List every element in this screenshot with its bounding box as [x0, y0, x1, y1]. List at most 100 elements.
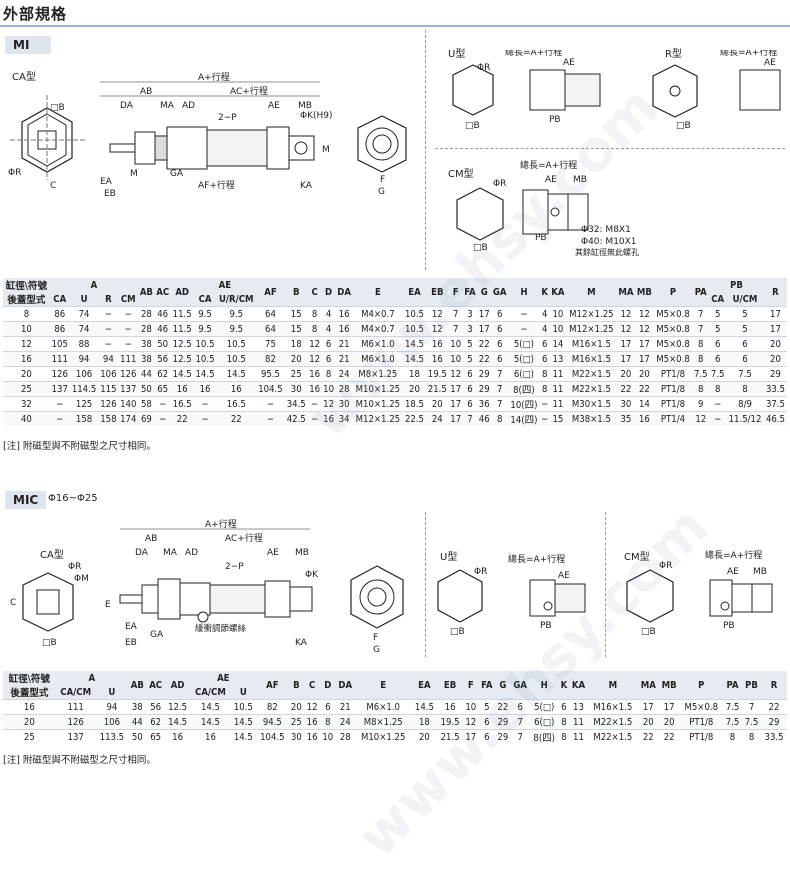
mi-table-cell: 11.5	[170, 306, 194, 322]
svg-text:ΦR: ΦR	[659, 561, 672, 571]
mi-table-cell: 35	[616, 411, 636, 426]
mi-table-cell: −	[118, 321, 139, 337]
mic-table-cell: 5	[478, 699, 495, 715]
mi-table-cell: 30	[335, 396, 353, 412]
mi-table-cell: 29	[477, 366, 492, 382]
mi-table-cell: 17	[616, 336, 636, 352]
mi-table-cell: 16	[216, 381, 257, 397]
mic-table-cell: 94	[95, 699, 129, 715]
svg-text:ΦM: ΦM	[74, 574, 89, 584]
mi-divider	[425, 30, 426, 270]
mi-table-cell: 74	[69, 306, 99, 322]
mi-table-cell: 22	[216, 411, 257, 426]
mi-table-cell: 6	[709, 351, 727, 367]
mi-table-cell: 3	[462, 321, 478, 337]
mic-table-cell: 17	[462, 729, 479, 744]
mic-table-cell: 25	[288, 714, 305, 730]
mic-table-cell: 22	[637, 729, 659, 744]
mic-table-cell: 22	[494, 699, 511, 715]
mi-table-cell: 86	[49, 321, 70, 337]
mi-table-cell: 126	[98, 396, 119, 412]
mic-ca-rear-view: F G	[350, 565, 404, 655]
mic-table-cell: 8	[558, 729, 570, 744]
mi-table-cell: −	[256, 411, 285, 426]
mic-buffer-label: 緩衝調節螺絲	[195, 623, 247, 634]
mi-cm-note2: Φ40: M10X1	[581, 237, 637, 247]
mi-table-cell: 9.5	[216, 306, 257, 322]
mic-table-cell: 17	[637, 699, 659, 715]
mi-table-cell: 10.5	[216, 336, 257, 352]
mi-table-cell: 19.5	[425, 366, 449, 382]
mi-table-cell: 111	[118, 351, 139, 367]
mi-u-label: U型	[448, 49, 466, 60]
mic-table-cell: 12.5	[164, 699, 191, 715]
mi-cm-note3: 其餘缸徑無此螺孔	[575, 247, 639, 257]
svg-text:A+行程: A+行程	[205, 518, 237, 530]
mi-table-cell: 30	[284, 381, 308, 397]
mi-table-cell: 14	[549, 336, 567, 352]
mic-table-cell: 7	[510, 714, 530, 730]
svg-text:MA: MA	[160, 101, 175, 111]
mi-table-cell: 10.5	[216, 351, 257, 367]
mic-table-cell: 82	[256, 699, 289, 715]
mi-table-cell: 6	[462, 381, 478, 397]
svg-text:□B: □B	[473, 243, 488, 253]
svg-text:EA: EA	[100, 177, 113, 187]
mi-table-cell: 8	[539, 381, 550, 397]
mi-table-cell: 8	[726, 381, 764, 397]
mi-table-cell: −	[539, 411, 550, 426]
mi-table-cell: 46	[154, 306, 171, 322]
mi-table-cell: 46	[477, 411, 492, 426]
mi-table-cell: M4×0.7	[352, 306, 404, 322]
mi-table-cell: 17	[635, 336, 654, 352]
mi-table-cell: M6×1.0	[352, 351, 404, 367]
svg-text:M: M	[322, 145, 330, 155]
mi-table-cell: 20	[425, 396, 449, 412]
mi-table-cell: 6	[321, 351, 336, 367]
mic-table-cell: 30	[288, 729, 305, 744]
mi-table-cell: 7.5	[726, 366, 764, 382]
mi-table-cell: 74	[69, 321, 99, 337]
mi-table-cell: 38	[138, 336, 155, 352]
mi-table-cell: −	[508, 321, 540, 337]
svg-text:□B: □B	[641, 627, 656, 637]
mi-table-cell: −	[98, 306, 119, 322]
mic-table-cell: 38	[128, 699, 147, 715]
mi-table-cell: 44	[138, 366, 155, 382]
svg-text:AE: AE	[267, 548, 279, 558]
mi-table-cell: 10	[549, 321, 567, 337]
mi-table-cell: 25	[3, 381, 50, 397]
mi-table-cell: 7.5	[692, 366, 710, 382]
mic-table-cell: 18	[411, 714, 438, 730]
mi-table-cell: 28	[335, 381, 353, 397]
mi-table-cell: 14(四)	[508, 411, 540, 426]
mi-table-cell: 22	[635, 381, 654, 397]
title-rule	[0, 25, 790, 27]
mi-table-cell: 11	[549, 381, 567, 397]
mi-table-cell: 8	[3, 306, 50, 322]
mi-table-cell: −	[49, 396, 70, 412]
mi-cm-label: CM型	[448, 169, 474, 180]
mi-table-cell: 5	[462, 336, 478, 352]
mi-table-cell: 8/9	[726, 396, 764, 412]
mi-table-cell: 5	[726, 306, 764, 322]
mi-table-cell: 24	[425, 411, 449, 426]
mi-table-cell: 8	[307, 306, 322, 322]
mi-table-cell: 37.5	[763, 396, 787, 412]
mi-note: [注] 附磁型與不附磁型之尺寸相同。	[3, 441, 156, 452]
svg-text:總長=A+行程: 總長=A+行程	[705, 549, 762, 561]
mi-a-stroke-text: A+行程	[198, 72, 230, 83]
mi-table-cell: 14.5	[216, 366, 257, 382]
mi-table-cell: 18	[403, 366, 426, 382]
mi-table-cell: 95.5	[256, 366, 285, 382]
mic-u-label: U型	[440, 552, 458, 563]
mi-table-cell: 21	[335, 351, 353, 367]
mi-table-cell: 22.5	[403, 411, 426, 426]
svg-text:總長=A+行程: 總長=A+行程	[720, 50, 777, 58]
mi-table-cell: 17	[448, 381, 463, 397]
mi-table-cell: 20	[763, 336, 787, 352]
